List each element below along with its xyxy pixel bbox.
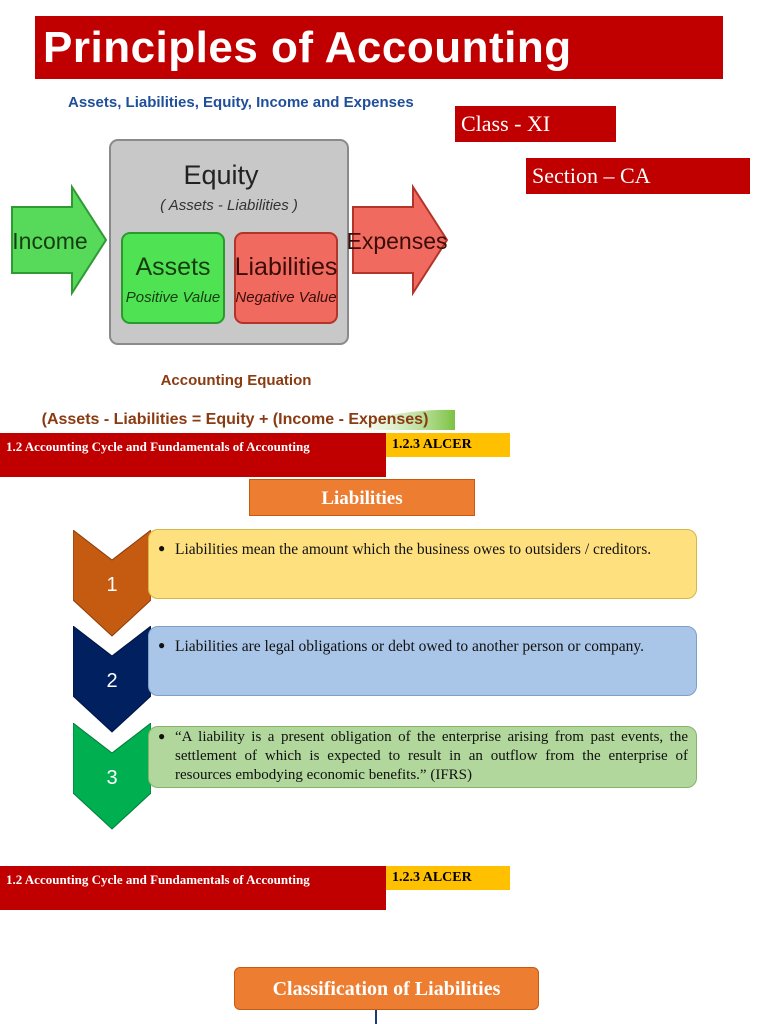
decorative-swoosh [330, 409, 455, 430]
liability-item-2: ● Liabilities are legal obligations or d… [148, 626, 697, 696]
liability-item-1-text: Liabilities mean the amount which the bu… [175, 541, 652, 558]
section-tag: Section – CA [526, 158, 750, 194]
liability-item-3: ● “A liability is a present obligation o… [148, 726, 697, 788]
liabilities-box [234, 232, 338, 324]
assets-label: Assets [135, 253, 210, 281]
class-tag: Class - XI [455, 106, 616, 142]
bullet-icon: ● [158, 541, 166, 555]
accounting-equation-diagram: Assets, Liabilities, Equity, Income and … [0, 80, 455, 430]
chevron-3-icon: 3 [73, 723, 151, 831]
income-arrow-icon [11, 183, 108, 297]
classification-heading: Classification of Liabilities [234, 967, 539, 1010]
accounting-formula: (Assets - Liabilities = Equity + (Income… [42, 411, 429, 428]
equity-label: Equity [183, 160, 259, 190]
liabilities-heading: Liabilities [249, 479, 475, 516]
chevron-3-number: 3 [106, 767, 118, 789]
liabilities-subtitle: Negative Value [235, 289, 336, 306]
income-label: Income [12, 228, 87, 254]
assets-subtitle: Positive Value [126, 289, 221, 306]
liability-item-2-text: Liabilities are legal obligations or deb… [175, 638, 645, 655]
course-code: 1.2.3 ALCER [386, 866, 510, 890]
liability-item-1: ● Liabilities mean the amount which the … [148, 529, 697, 599]
assets-box [121, 232, 225, 324]
diagram-top-caption: Assets, Liabilities, Equity, Income and … [68, 94, 414, 111]
course-bar: 1.2 Accounting Cycle and Fundamentals of… [0, 433, 386, 477]
expenses-label: Expenses [346, 228, 447, 254]
page-title: Principles of Accounting [35, 16, 723, 79]
course-bar: 1.2 Accounting Cycle and Fundamentals of… [0, 866, 386, 910]
chevron-2-icon: 2 [73, 626, 151, 734]
chevron-2-number: 2 [106, 670, 118, 692]
equity-subtitle: ( Assets - Liabilities ) [160, 197, 298, 214]
chevron-1-number: 1 [106, 574, 118, 596]
bullet-icon: ● [158, 729, 166, 743]
expenses-arrow-icon [352, 183, 449, 297]
chevron-1-icon: 1 [73, 530, 151, 638]
liabilities-label: Liabilities [235, 253, 338, 281]
liability-item-3-text: “A liability is a present obligation of … [175, 729, 688, 783]
course-code: 1.2.3 ALCER [386, 433, 510, 457]
connector-line [375, 1010, 377, 1024]
diagram-bottom-caption: Accounting Equation [161, 372, 312, 389]
bullet-icon: ● [158, 638, 166, 652]
